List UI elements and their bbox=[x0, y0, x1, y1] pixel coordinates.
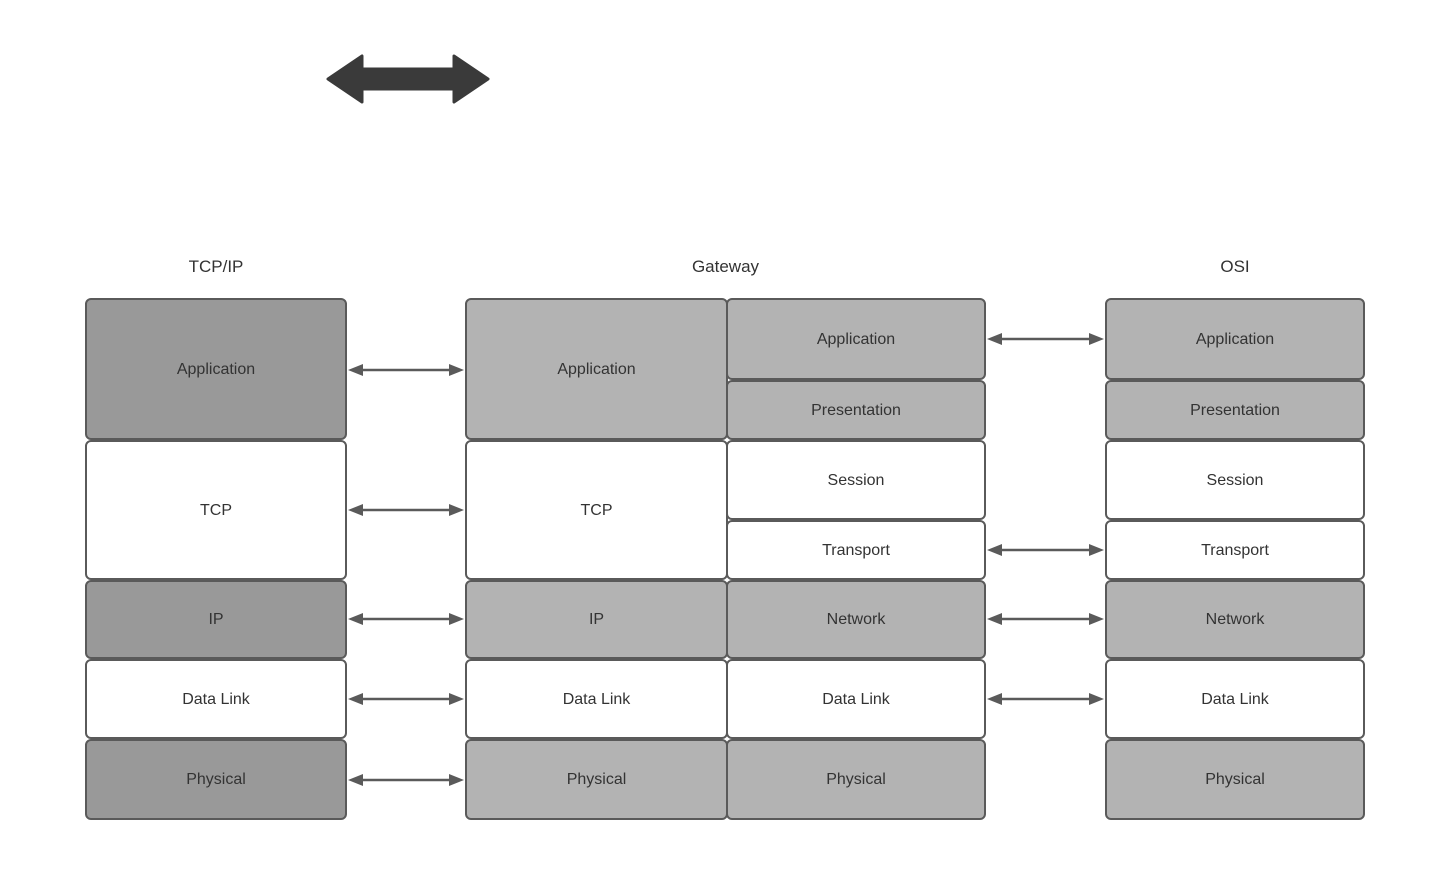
double-headed-arrow-icon bbox=[326, 54, 490, 104]
layer-label: Physical bbox=[1205, 771, 1265, 788]
connector-tcpip-gateway-ip bbox=[348, 613, 464, 625]
connector-tcpip-gateway-tcp bbox=[348, 504, 464, 516]
connector-gateway-osi-transport bbox=[987, 544, 1104, 556]
tcpip-layer-ip[interactable]: IP bbox=[85, 580, 347, 659]
tcpip-layer-physical[interactable]: Physical bbox=[85, 739, 347, 820]
connector-tcpip-gateway-application bbox=[348, 364, 464, 376]
osi-layer-physical[interactable]: Physical bbox=[1105, 739, 1365, 820]
column-heading-tcpip: TCP/IP bbox=[188, 257, 244, 276]
layer-label: Application bbox=[1195, 330, 1275, 348]
tcpip-layer-tcp[interactable]: TCP bbox=[85, 440, 347, 580]
layer-label: Presentation bbox=[1190, 401, 1280, 419]
layer-label: Application bbox=[816, 330, 896, 348]
layer-label: IP bbox=[588, 611, 605, 628]
gateway-left-layer-application[interactable]: Application bbox=[465, 298, 728, 440]
layer-label: Physical bbox=[186, 771, 246, 788]
gateway-right-layer-physical[interactable]: Physical bbox=[726, 739, 986, 820]
connector-gateway-osi-data-link bbox=[987, 693, 1104, 705]
osi-layer-session[interactable]: Session bbox=[1105, 440, 1365, 520]
osi-layer-presentation[interactable]: Presentation bbox=[1105, 380, 1365, 440]
layer-label: Data Link bbox=[822, 690, 890, 708]
connector-gateway-osi-application bbox=[987, 333, 1104, 345]
gateway-right-layer-network[interactable]: Network bbox=[726, 580, 986, 659]
tcpip-layer-data-link[interactable]: Data Link bbox=[85, 659, 347, 739]
tcpip-layer-application[interactable]: Application bbox=[85, 298, 347, 440]
layer-label: Session bbox=[827, 471, 885, 489]
gateway-right-layer-data-link[interactable]: Data Link bbox=[726, 659, 986, 739]
layer-label: Application bbox=[176, 360, 256, 378]
column-heading-osi: OSI bbox=[1220, 257, 1250, 276]
osi-layer-data-link[interactable]: Data Link bbox=[1105, 659, 1365, 739]
layer-label: Network bbox=[1205, 611, 1265, 628]
layer-label: Physical bbox=[826, 771, 886, 788]
osi-layer-transport[interactable]: Transport bbox=[1105, 520, 1365, 580]
gateway-left-layer-ip[interactable]: IP bbox=[465, 580, 728, 659]
layer-label: Transport bbox=[1201, 541, 1269, 559]
gateway-right-layer-application[interactable]: Application bbox=[726, 298, 986, 380]
layer-label: Application bbox=[557, 360, 636, 378]
connector-tcpip-gateway-data-link bbox=[348, 693, 464, 705]
osi-layer-network[interactable]: Network bbox=[1105, 580, 1365, 659]
osi-layer-application[interactable]: Application bbox=[1105, 298, 1365, 380]
layer-label: TCP bbox=[580, 501, 613, 519]
layer-label: Network bbox=[826, 611, 886, 628]
gateway-left-layer-data-link[interactable]: Data Link bbox=[465, 659, 728, 739]
layer-label: Presentation bbox=[811, 401, 901, 419]
gateway-left-layer-physical[interactable]: Physical bbox=[465, 739, 728, 820]
gateway-right-layer-session[interactable]: Session bbox=[726, 440, 986, 520]
gateway-right-layer-presentation[interactable]: Presentation bbox=[726, 380, 986, 440]
gateway-left-layer-tcp[interactable]: TCP bbox=[465, 440, 728, 580]
connector-gateway-osi-network bbox=[987, 613, 1104, 625]
layer-label: Session bbox=[1206, 471, 1264, 489]
connector-tcpip-gateway-physical bbox=[348, 774, 464, 786]
layer-label: Data Link bbox=[182, 690, 250, 708]
layer-label: Physical bbox=[566, 771, 627, 788]
layer-label: Transport bbox=[822, 541, 890, 559]
column-heading-gateway: Gateway bbox=[691, 257, 760, 276]
layer-label: Data Link bbox=[562, 690, 631, 708]
layer-label: TCP bbox=[200, 501, 232, 519]
layer-label: Data Link bbox=[1201, 690, 1269, 708]
gateway-right-layer-transport[interactable]: Transport bbox=[726, 520, 986, 580]
layer-label: IP bbox=[208, 611, 224, 628]
